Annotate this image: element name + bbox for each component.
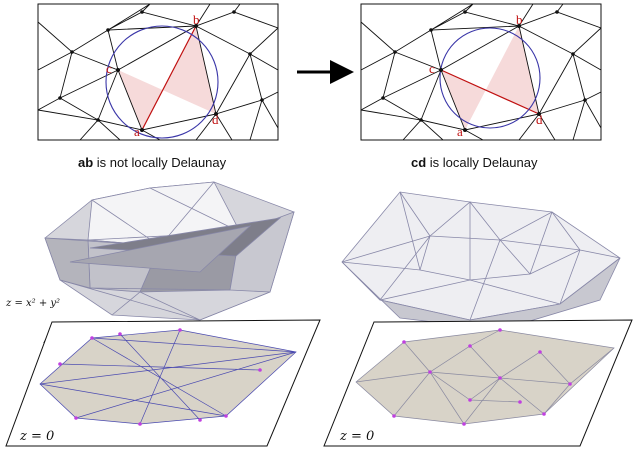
vertex-label-b-after: b	[516, 12, 523, 27]
caption-left: ab is not locally Delaunay	[78, 155, 226, 170]
caption-left-edge: ab	[78, 155, 94, 170]
caption-right-text: is locally Delaunay	[426, 155, 538, 170]
plane-vertices-right	[392, 328, 572, 426]
lifted-surface-right	[341, 191, 621, 331]
caption-right: cd is locally Delaunay	[411, 155, 537, 170]
diagonal-ab	[141, 25, 197, 131]
plane-left: z = 0	[5, 319, 321, 447]
vertex-label-c-before: c	[106, 61, 112, 76]
circumcircle-after	[439, 27, 541, 129]
mesh-panel-after: a b c d	[360, 3, 602, 141]
quad-abcd-before	[118, 26, 216, 130]
plane-vertices-left	[58, 328, 262, 426]
plane-right: z = 0	[323, 319, 633, 447]
plane-label-left: z = 0	[19, 429, 54, 444]
vertex-label-b-before: b	[193, 12, 200, 27]
quad-abcd-after	[441, 26, 539, 130]
vertex-label-a-before: a	[134, 124, 140, 139]
mesh-vertices-before	[58, 10, 264, 132]
paraboloid-label: z = x² + y²	[5, 298, 60, 309]
mesh-frame-before	[37, 3, 279, 141]
circumcircle-before	[105, 25, 219, 139]
mesh-frame-after	[360, 3, 602, 141]
mesh-panel-before: a b c d	[37, 3, 279, 141]
plane-label-right: z = 0	[339, 429, 374, 444]
mesh-vertices-after	[381, 10, 587, 132]
vertex-label-a-after: a	[457, 124, 463, 139]
caption-right-edge: cd	[411, 155, 427, 170]
vertex-label-d-after: d	[536, 112, 543, 127]
vertex-label-d-before: d	[212, 112, 219, 127]
caption-left-text: is not locally Delaunay	[93, 155, 227, 170]
plane-mesh-left	[39, 329, 297, 425]
lifted-surface-left	[44, 181, 295, 321]
vertex-label-c-after: c	[429, 61, 435, 76]
diagonal-cd	[440, 69, 540, 115]
